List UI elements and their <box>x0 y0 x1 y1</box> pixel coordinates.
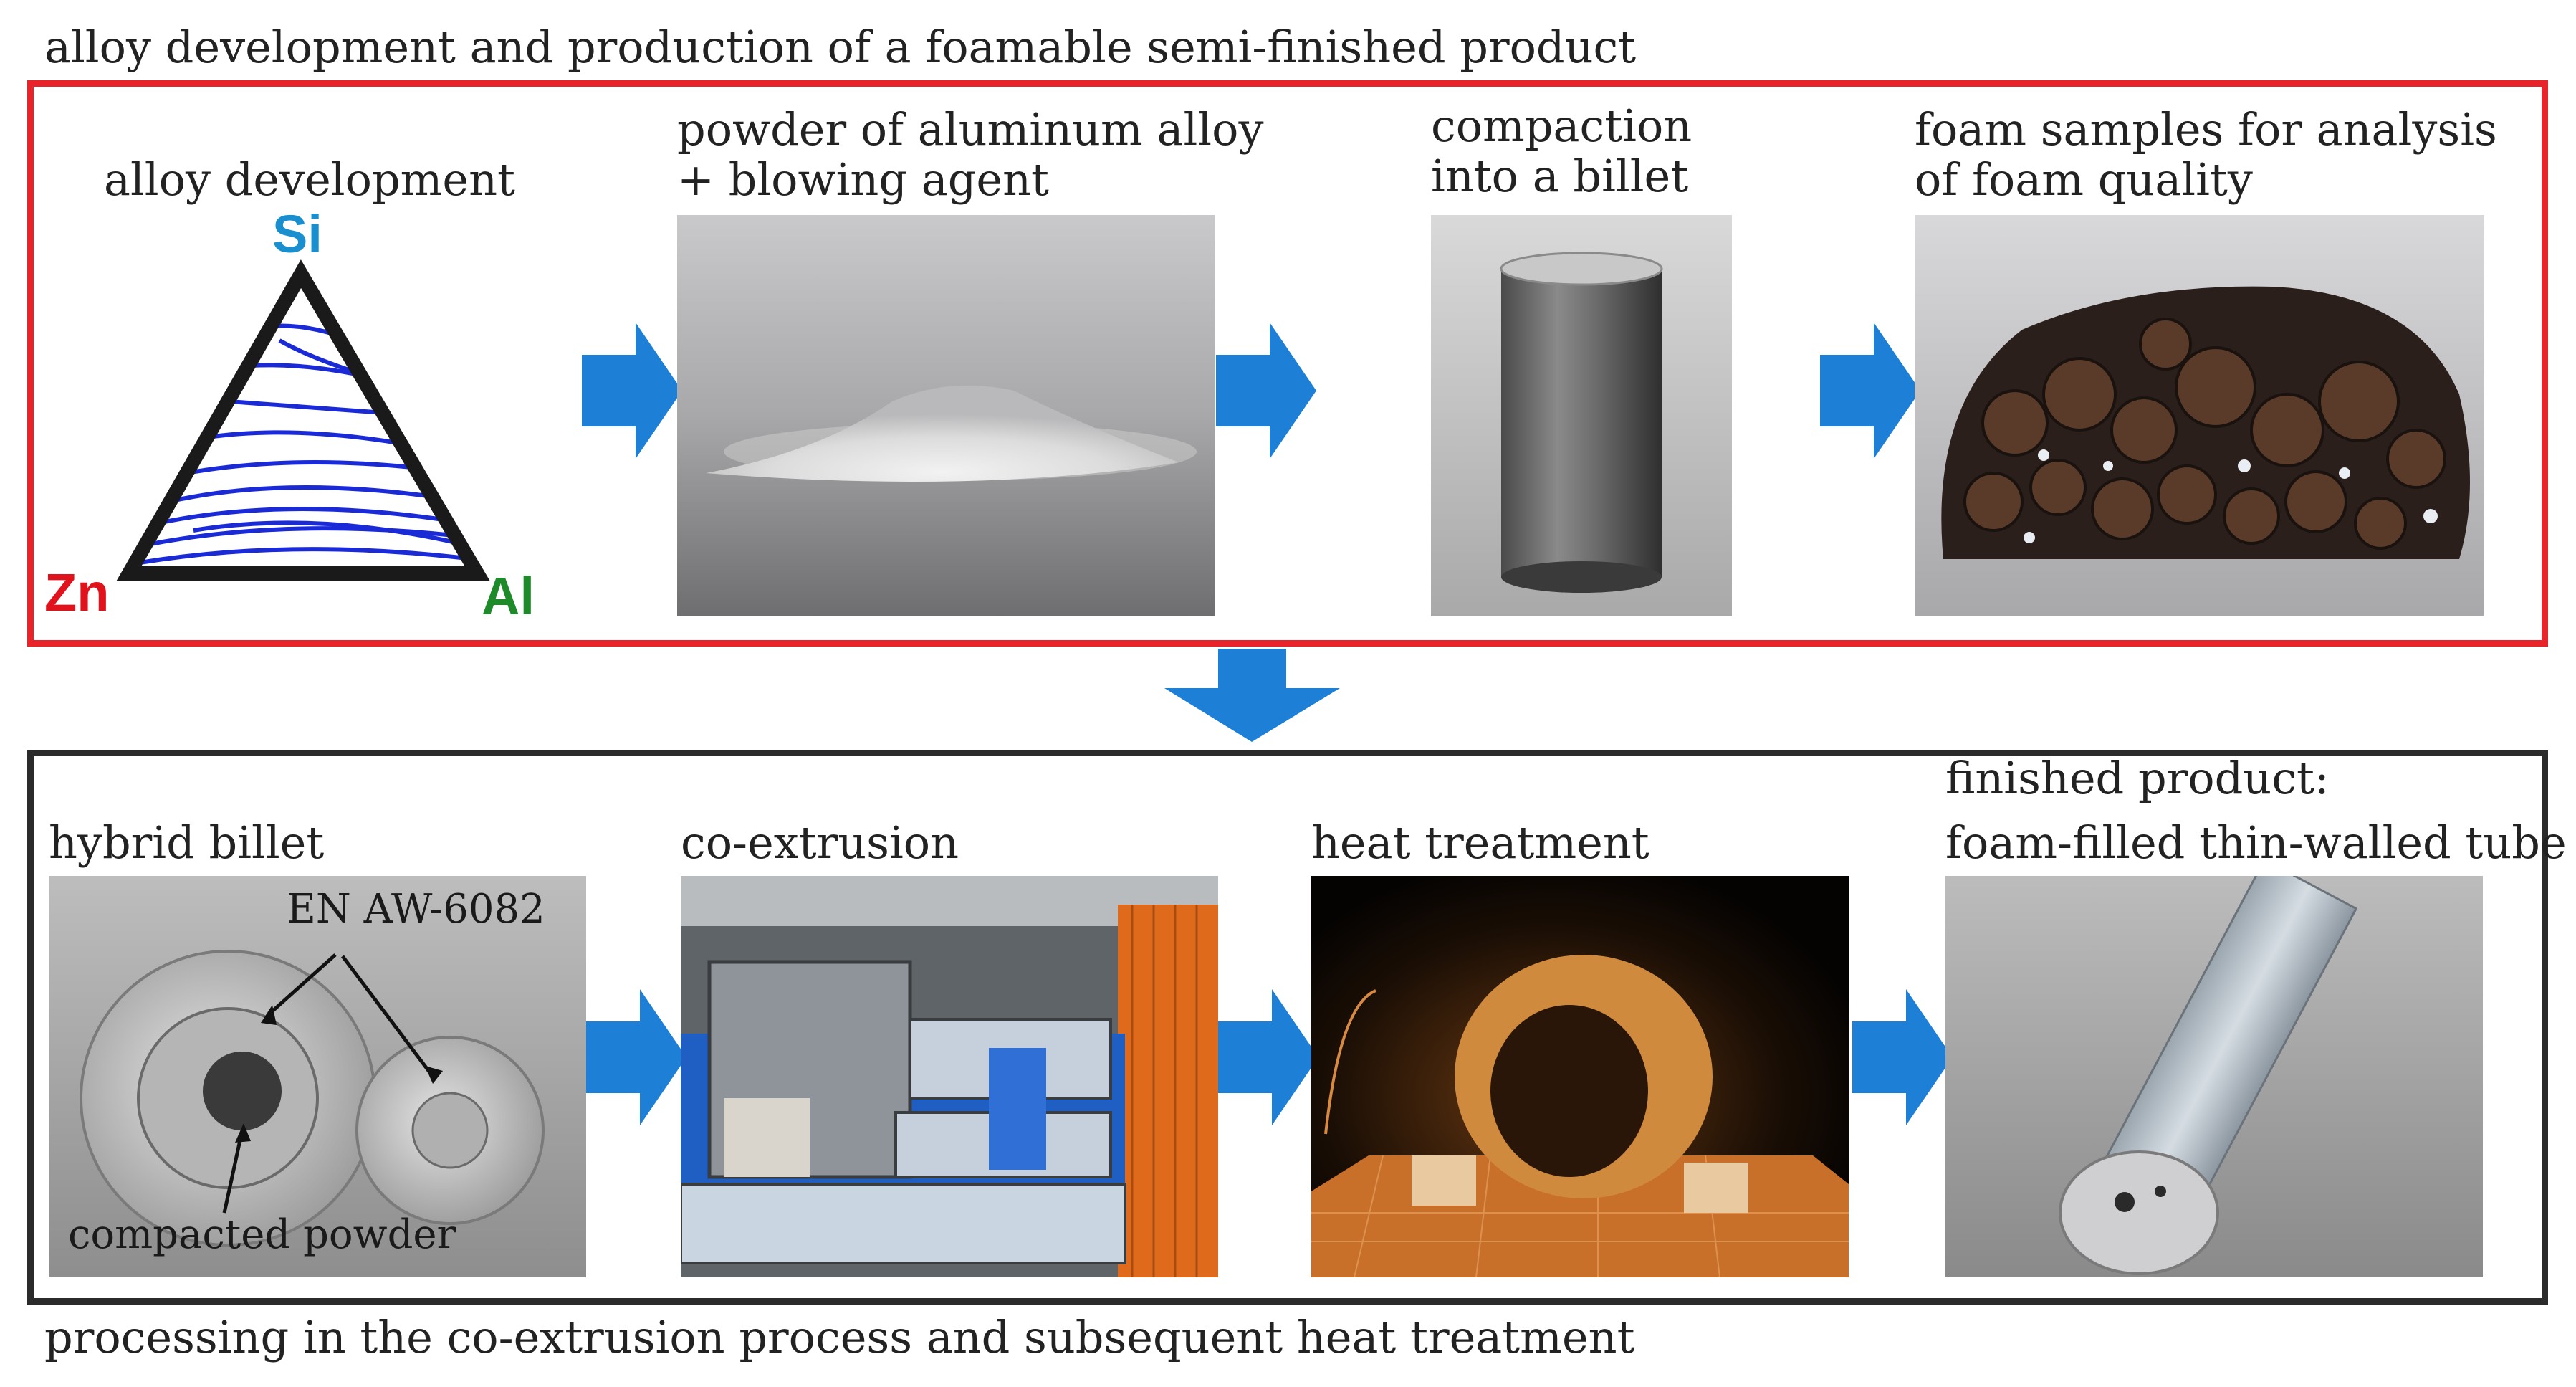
arrow-right-icon <box>1216 323 1316 459</box>
powder-title-line2: + blowing agent <box>677 153 1049 206</box>
arrow-right-icon <box>1820 323 1920 459</box>
coextrusion-title: co-extrusion <box>681 816 959 869</box>
powder-title-line1: powder of aluminum alloy <box>677 103 1264 156</box>
finished-product-title-line2: foam-filled thin-walled tube <box>1945 816 2567 869</box>
arrow-right-icon <box>1852 989 1953 1125</box>
arrow-right-icon <box>582 323 682 459</box>
foam-title-line1: foam samples for analysis <box>1915 103 2497 156</box>
billet-photo <box>1431 215 1732 616</box>
compaction-title-line1: compaction <box>1431 100 1692 152</box>
finished-tube-photo <box>1945 876 2483 1277</box>
arrow-right-icon <box>586 989 686 1125</box>
bottom-process-frame <box>27 750 2548 1305</box>
hybrid-billet-photo <box>49 876 586 1277</box>
ternary-vertex-si: Si <box>272 204 322 264</box>
ternary-vertex-al: Al <box>482 566 535 626</box>
powder-photo <box>677 215 1215 616</box>
top-caption: alloy development and production of a fo… <box>44 21 1637 73</box>
coextrusion-photo <box>681 876 1218 1277</box>
arrow-right-icon <box>1218 989 1318 1125</box>
bottom-caption: processing in the co-extrusion process a… <box>44 1311 1635 1363</box>
top-process-frame <box>27 80 2548 647</box>
compaction-title-line2: into a billet <box>1431 150 1689 202</box>
foam-sample-photo <box>1915 215 2484 616</box>
alloy-development-title: alloy development <box>104 153 515 206</box>
heat-treatment-photo <box>1311 876 1849 1277</box>
annotation-compacted-powder: compacted powder <box>68 1211 456 1258</box>
annotation-en-aw-6082: EN AW-6082 <box>287 886 545 933</box>
arrow-down-icon <box>1164 649 1340 742</box>
foam-title-line2: of foam quality <box>1915 153 2253 206</box>
ternary-diagram <box>107 258 509 588</box>
finished-product-title-line1: finished product: <box>1945 752 2330 804</box>
heat-treatment-title: heat treatment <box>1311 816 1649 869</box>
ternary-vertex-zn: Zn <box>44 563 110 622</box>
hybrid-billet-title: hybrid billet <box>49 816 325 869</box>
